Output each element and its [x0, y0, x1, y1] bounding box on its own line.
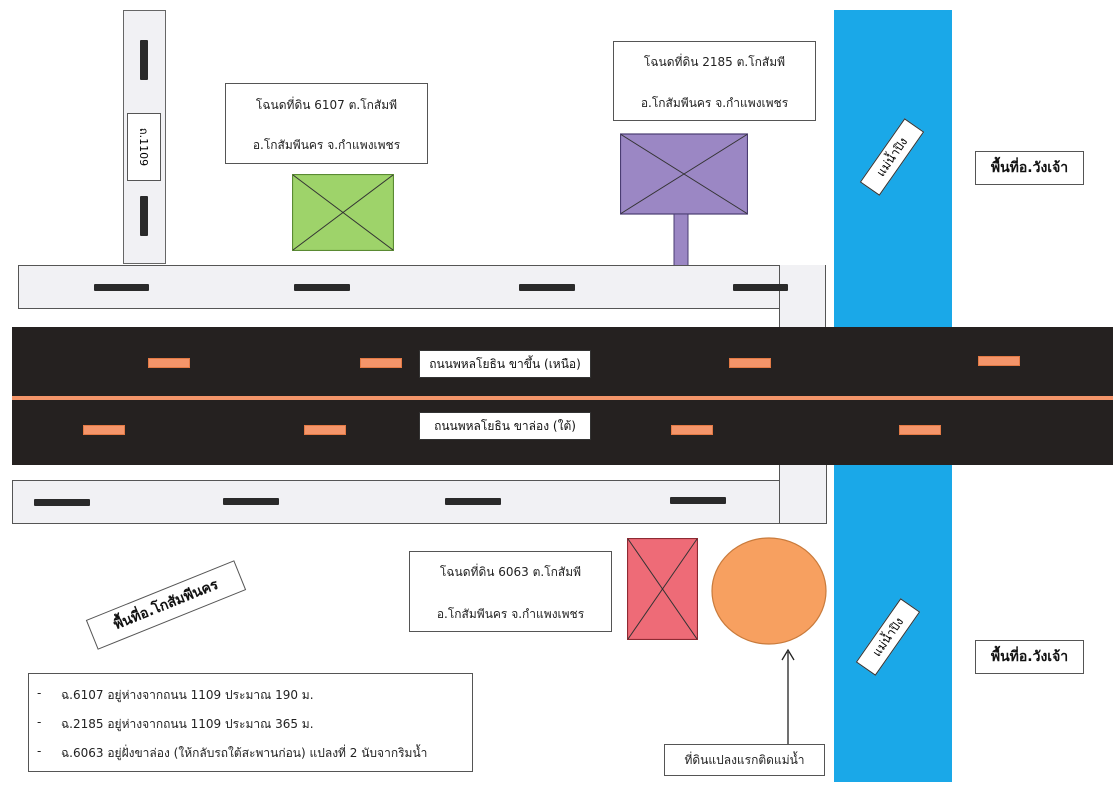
parcel-2185-label: โฉนดที่ดิน 2185 ต.โกสัมพี อ.โกสัมพีนคร จ… — [613, 41, 816, 121]
lane-marker — [899, 425, 941, 435]
area-label-west: พื้นที่อ.โกสัมพีนคร — [85, 560, 247, 650]
lane-marker — [140, 40, 148, 80]
notes-box: - ฉ.6107 อยู่ห่างจากถนน 1109 ประมาณ 190 … — [28, 673, 473, 772]
parcel-6107-line2: อ.โกสัมพีนคร จ.กำแพงเพชร — [252, 138, 401, 152]
riverside-marker-label: ที่ดินแปลงแรกติดแม่น้ำ — [664, 744, 825, 776]
parcel-2185-plot — [620, 133, 748, 267]
lane-marker — [445, 498, 501, 505]
parcel-6063-line2: อ.โกสัมพีนคร จ.กำแพงเพชร — [436, 607, 585, 621]
lane-marker — [729, 358, 771, 368]
lane-marker — [671, 425, 713, 435]
parcel-6063-label: โฉนดที่ดิน 6063 ต.โกสัมพี อ.โกสัมพีนคร จ… — [409, 551, 612, 632]
lane-marker — [148, 358, 190, 368]
note-item-1: - ฉ.6107 อยู่ห่างจากถนน 1109 ประมาณ 190 … — [37, 686, 314, 702]
highway-center-line — [12, 396, 1113, 400]
lane-marker — [34, 499, 90, 506]
frontage-road-north — [18, 265, 826, 309]
lane-marker — [519, 284, 575, 291]
lane-marker — [94, 284, 149, 291]
note-item-3: - ฉ.6063 อยู่ฝั่งขาล่อง (ให้กลับรถใต้สะพ… — [37, 744, 428, 760]
note-item-2: - ฉ.2185 อยู่ห่างจากถนน 1109 ประมาณ 365 … — [37, 715, 314, 731]
parcel-6107-line1: โฉนดที่ดิน 6107 ต.โกสัมพี — [255, 98, 398, 112]
side-road-label: ถ.1109 — [137, 127, 150, 167]
lane-marker — [140, 196, 148, 236]
lane-marker — [83, 425, 125, 435]
riverside-parcel-marker — [711, 537, 827, 645]
highway-south-label: ถนนพหลโยธิน ขาล่อง (ใต้) — [419, 412, 591, 440]
parcel-6063-line1: โฉนดที่ดิน 6063 ต.โกสัมพี — [439, 565, 582, 579]
frontage-road-north-ramp — [779, 265, 826, 328]
area-label-east-lower: พื้นที่อ.วังเจ้า — [975, 640, 1084, 674]
frontage-road-south-ramp — [779, 465, 827, 524]
lane-marker — [978, 356, 1020, 366]
parcel-2185-line1: โฉนดที่ดิน 2185 ต.โกสัมพี — [643, 55, 786, 69]
lane-marker — [304, 425, 346, 435]
lane-marker — [733, 284, 788, 291]
lane-marker — [223, 498, 279, 505]
area-label-east-upper: พื้นที่อ.วังเจ้า — [975, 151, 1084, 185]
lane-marker — [294, 284, 350, 291]
parcel-6063-plot — [627, 538, 698, 640]
parcel-2185-line2: อ.โกสัมพีนคร จ.กำแพงเพชร — [640, 96, 789, 110]
parcel-6107-plot — [292, 174, 394, 251]
lane-marker — [360, 358, 402, 368]
parcel-6107-label: โฉนดที่ดิน 6107 ต.โกสัมพี อ.โกสัมพีนคร จ… — [225, 83, 428, 164]
lane-marker — [670, 497, 726, 504]
side-road-label-box: ถ.1109 — [127, 113, 161, 181]
highway-north-label: ถนนพหลโยธิน ขาขึ้น (เหนือ) — [419, 350, 591, 378]
pointer-arrow — [781, 648, 795, 744]
